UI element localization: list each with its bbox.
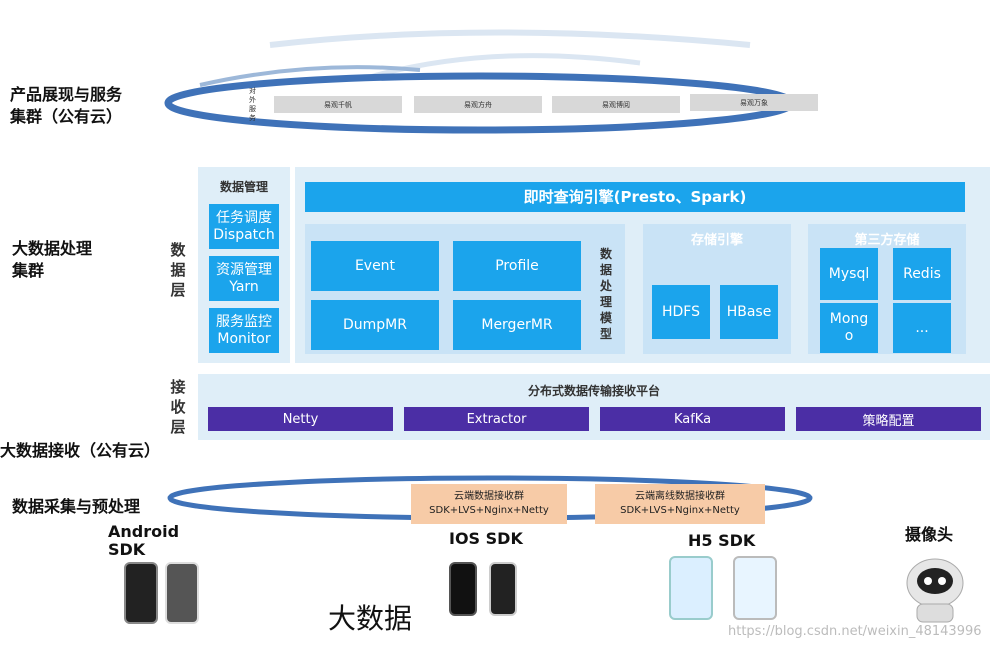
- data-management-title: 数据管理: [219, 180, 268, 194]
- ios-phone-icon: [449, 562, 477, 616]
- ios-phone-icon: [489, 562, 517, 616]
- third-party-storage-title: 第三方存储: [854, 233, 920, 248]
- service-item: 易观万象: [690, 94, 818, 111]
- external-service-label: 对外 服务: [249, 87, 256, 122]
- kafka-box: KafKa: [600, 407, 785, 431]
- service-item: 易观千帆: [274, 96, 402, 113]
- hdfs-box: HDFS: [652, 285, 710, 339]
- storage-engine-title: 存储引擎: [690, 233, 743, 248]
- strategy-config-box: 策略配置: [796, 407, 981, 431]
- service-item: 易观博阅: [552, 96, 680, 113]
- big-data-text: 大数据: [328, 602, 413, 635]
- h5-sdk-label: H5 SDK: [688, 531, 756, 550]
- redis-box: Redis: [893, 248, 951, 300]
- label-data-collection: 数据采集与预处理: [12, 497, 141, 516]
- android-phone-icon: [124, 562, 158, 624]
- label-receive-cluster: 大数据接收（公有云）: [0, 441, 161, 460]
- receive-platform-title: 分布式数据传输接收平台: [527, 384, 660, 398]
- service-item: 易观方舟: [414, 96, 542, 113]
- h5-page-icon: [733, 556, 777, 620]
- ios-sdk-label: IOS SDK: [449, 529, 523, 548]
- camera-label: 摄像头: [905, 525, 954, 544]
- camera-robot-icon: [906, 558, 964, 623]
- label-processing-cluster: 大数据处理 集群: [12, 239, 93, 280]
- label-product-cluster: 产品展现与服务 集群（公有云）: [10, 85, 123, 126]
- netty-box: Netty: [208, 407, 393, 431]
- processing-model-label: 数据处 理模型: [599, 247, 612, 341]
- mysql-box: Mysql: [820, 248, 878, 300]
- h5-page-icon: [669, 556, 713, 620]
- dumpmr-box: DumpMR: [311, 300, 439, 350]
- event-box: Event: [311, 241, 439, 291]
- more-storage-box: ...: [893, 303, 951, 353]
- watermark: https://blog.csdn.net/weixin_48143996: [728, 624, 982, 639]
- mergermr-box: MergerMR: [453, 300, 581, 350]
- hbase-box: HBase: [720, 285, 778, 339]
- extractor-box: Extractor: [404, 407, 589, 431]
- receive-layer-label: 接收层: [170, 378, 186, 436]
- query-engine-bar: 即时查询引擎(Presto、Spark): [305, 182, 965, 212]
- profile-box: Profile: [453, 241, 581, 291]
- android-phone-icon: [165, 562, 199, 624]
- data-layer-label: 数据层: [170, 241, 186, 299]
